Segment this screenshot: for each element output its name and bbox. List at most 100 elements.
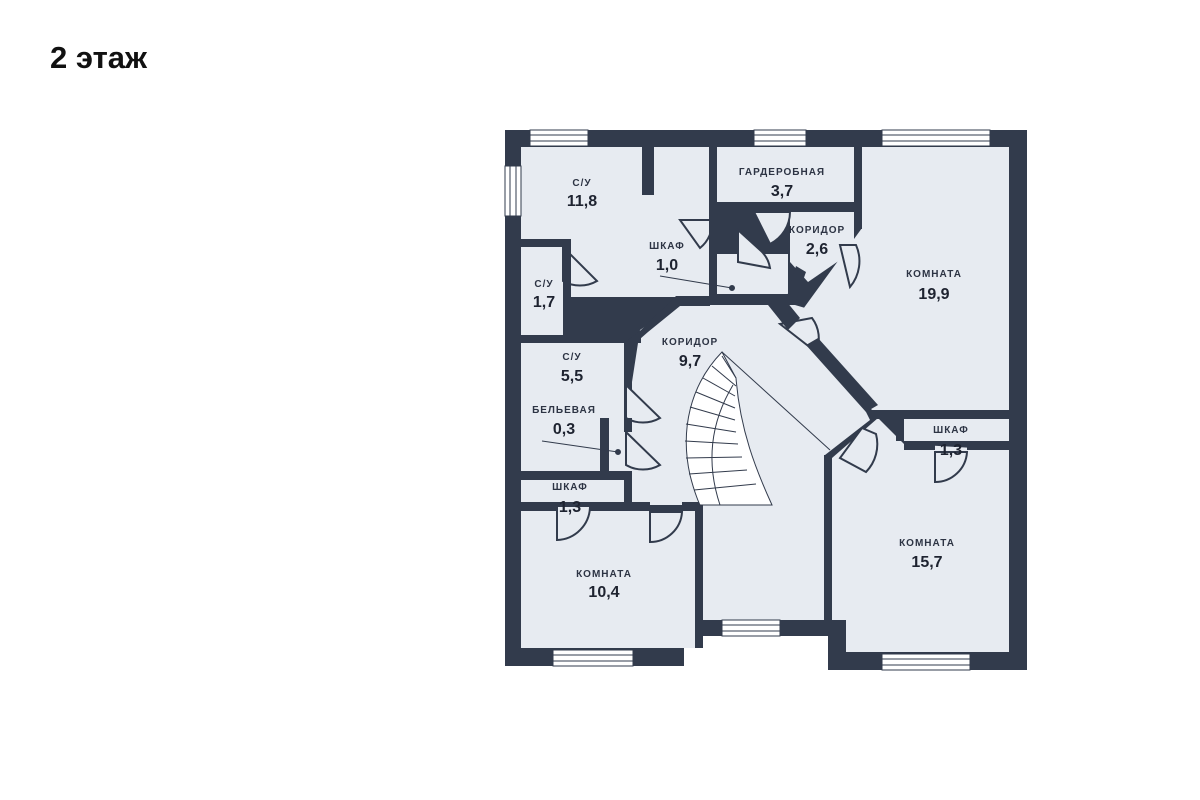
room-area: 15,7: [911, 554, 942, 571]
wall-su2-bottom: [521, 335, 641, 343]
room-label-komnata2: КОМНАТА 19,9: [906, 269, 962, 303]
room-name: КОРИДОР: [662, 337, 718, 348]
door-swing-belevaya: [625, 429, 662, 471]
room-label-koridor2: КОРИДОР 2,6: [789, 225, 845, 258]
door-swing-koridor2: [838, 244, 861, 290]
floor-su1-lower: [571, 239, 709, 297]
room-name: ШКАФ: [933, 425, 969, 436]
wall-shkaf2-bottom: [710, 294, 796, 303]
room-name: ШКАФ: [552, 482, 588, 493]
room-label-shkaf2: ШКАФ 1,0: [649, 241, 685, 274]
stair-outline: [685, 351, 773, 506]
room-area: 1,7: [533, 294, 555, 311]
window-bottom-right: [881, 653, 971, 671]
staircase: [684, 351, 831, 506]
wall-garderobnaya-bottom2: [790, 202, 854, 210]
room-area: 5,5: [561, 368, 583, 385]
floor-su1: [521, 147, 709, 239]
room-label-garderobnaya: ГАРДЕРОБНАЯ 3,7: [739, 167, 825, 200]
wall-shkaf1-bottom-right: [590, 502, 650, 511]
floor-garderobnaya: [716, 147, 854, 202]
marker-belevaya: [615, 449, 621, 455]
window-bottom-left: [552, 649, 634, 667]
closet-markers: [541, 275, 735, 455]
stair-step: [684, 440, 739, 445]
stair-step: [702, 377, 736, 397]
door-swing-shkaf1: [556, 505, 592, 542]
floor-komnata3: [832, 418, 1009, 652]
wall-garderobnaya-bottom: [717, 202, 755, 210]
floor-shkaf3: [904, 419, 1009, 441]
wall-komnata2-bottom: [872, 410, 1009, 419]
room-label-koridor1: КОРИДОР 9,7: [662, 337, 718, 370]
floor-koridor2: [790, 212, 854, 282]
wall-shkaf3-bottom-right: [967, 441, 1009, 450]
room-area: 1,0: [656, 257, 678, 274]
room-area: 3,7: [771, 183, 793, 200]
wall-komnata1-bottom-right: [682, 502, 703, 511]
room-label-belevaya: БЕЛЬЕВАЯ 0,3: [532, 405, 595, 438]
stair-step: [688, 469, 748, 475]
room-name: С/У: [562, 352, 581, 363]
window-left: [504, 165, 522, 217]
stair-handrail: [711, 384, 734, 506]
leader-shkaf2: [659, 275, 733, 289]
window-top-center: [753, 129, 807, 147]
stair-direction-line: [721, 351, 831, 451]
room-area: 2,6: [806, 241, 828, 258]
door-swing-komnata1: [649, 511, 684, 544]
stair-step: [721, 355, 737, 379]
door-swing-shkaf3: [934, 451, 969, 484]
wall-su1-right: [709, 147, 717, 297]
leader-belevaya: [541, 440, 619, 453]
doors: [556, 211, 969, 544]
room-label-komnata3: КОМНАТА 15,7: [899, 538, 955, 571]
wall-belevaya-left: [600, 418, 609, 471]
room-label-shkaf3: ШКАФ 1,3: [933, 425, 969, 459]
room-area: 1,3: [559, 499, 581, 516]
room-name: ГАРДЕРОБНАЯ: [739, 167, 825, 178]
room-name: С/У: [572, 178, 591, 189]
wall-koridor-left-diag: [624, 296, 710, 382]
wall-koridor-right-diag: [786, 266, 806, 300]
floor-komnata2: [798, 147, 1009, 410]
room-name: КОМНАТА: [899, 538, 955, 549]
wall-bottom-right-corner: [780, 620, 832, 636]
room-label-su1: С/У 11,8: [567, 178, 597, 210]
room-name: КОРИДОР: [789, 225, 845, 236]
stair-step: [711, 365, 737, 387]
stair-step: [693, 483, 757, 491]
room-name: КОМНАТА: [576, 569, 632, 580]
wall-bottom-left-corner: [703, 620, 722, 636]
room-area: 19,9: [918, 286, 949, 303]
wall-komnata1-right: [695, 502, 703, 648]
interior-walls: [521, 147, 1009, 648]
room-name: КОМНАТА: [906, 269, 962, 280]
door-swing-shkaf2: [737, 227, 772, 270]
wall-shkaf1-right: [624, 471, 632, 502]
wall-su1-closet-stub: [642, 147, 654, 195]
window-top-right: [881, 129, 991, 147]
room-area: 0,3: [553, 421, 575, 438]
floor-shkaf1: [521, 480, 624, 502]
room-name: ШКАФ: [649, 241, 685, 252]
wall-su3-right-mid: [624, 418, 632, 432]
wall-komnata2-lower-diag: [806, 338, 878, 412]
wall-shkaf3-left: [896, 419, 904, 441]
room-label-su3: С/У 5,5: [561, 352, 583, 385]
door-swing-garderobnaya: [752, 211, 792, 246]
wall-komnata3-left: [824, 455, 832, 620]
stair-step: [695, 391, 736, 409]
wall-su1-bottom: [521, 239, 571, 247]
wall-shkaf3-bottom-left: [904, 441, 935, 450]
wall-garderobnaya-right: [854, 147, 862, 229]
stair-step: [685, 423, 737, 433]
marker-shkaf2: [729, 285, 735, 291]
room-area: 11,8: [567, 193, 597, 210]
room-label-shkaf1: ШКАФ 1,3: [552, 482, 588, 516]
stair-step: [685, 456, 743, 459]
wall-shkaf1-bottom-left: [521, 502, 557, 511]
room-area: 9,7: [679, 353, 701, 370]
wall-su3-bottom: [521, 471, 632, 480]
